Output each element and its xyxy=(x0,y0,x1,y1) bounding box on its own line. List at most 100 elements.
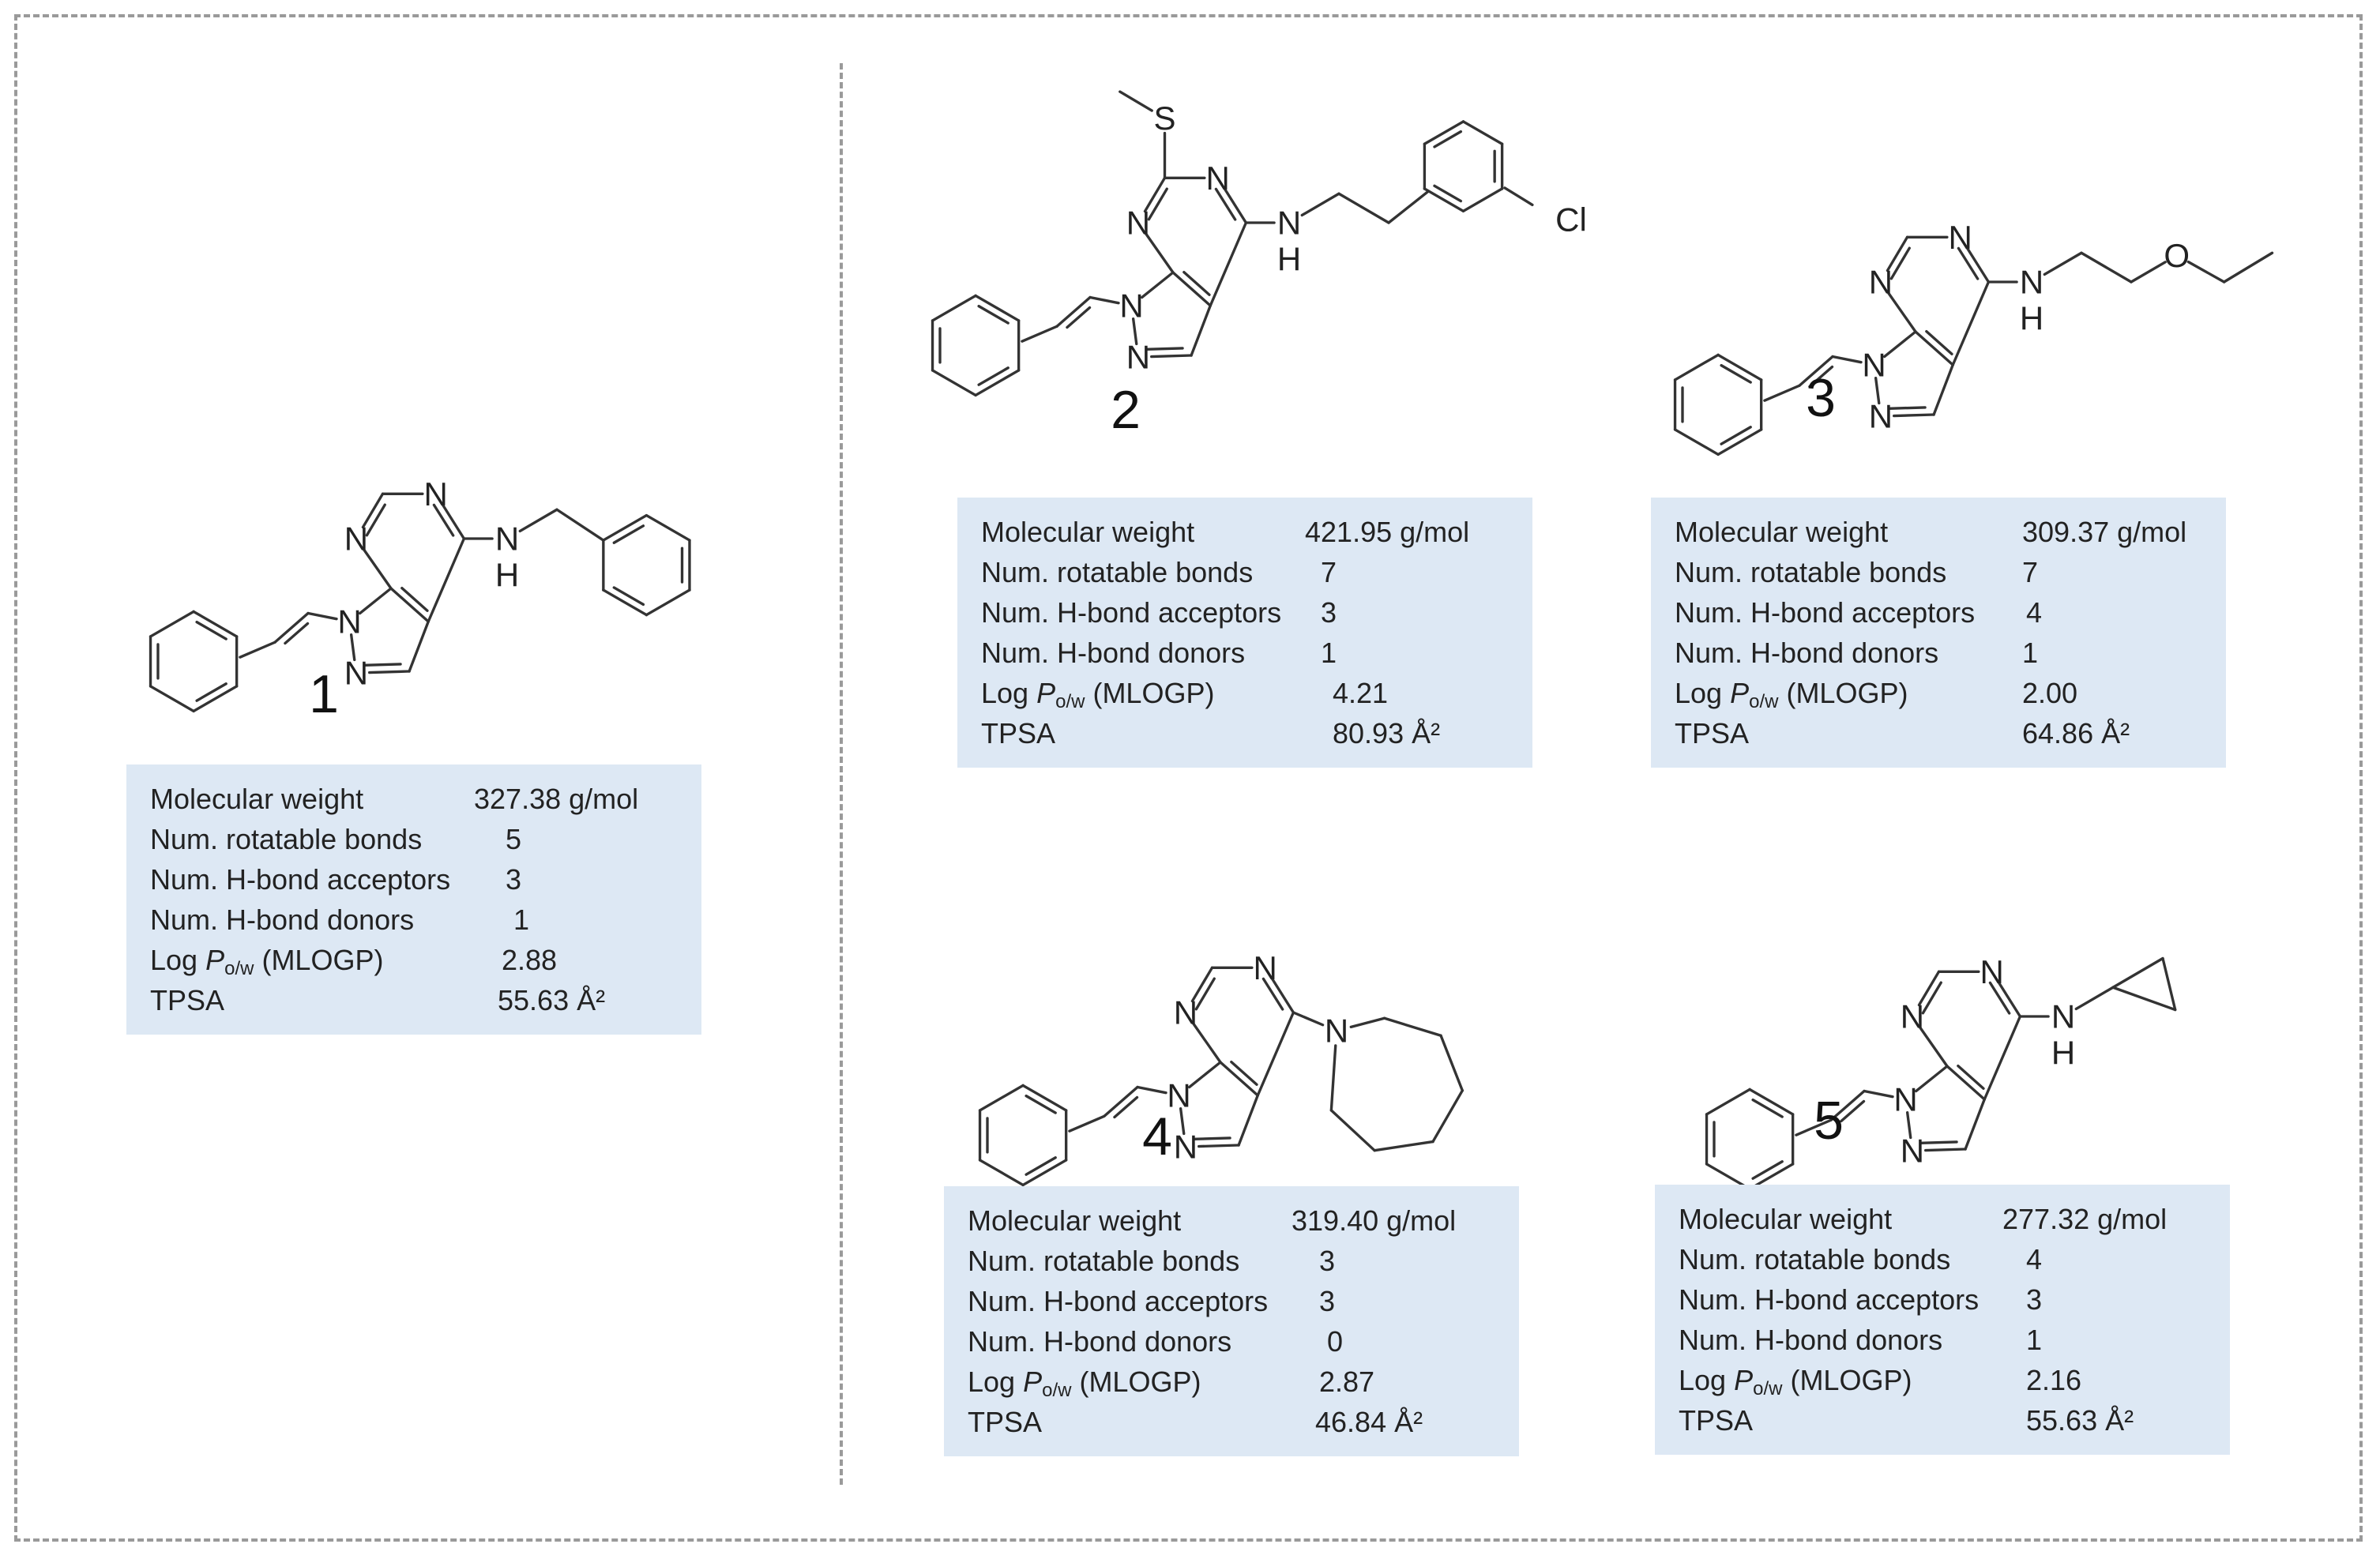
phenyl-link-bond xyxy=(239,641,276,659)
chain-bond xyxy=(2222,251,2274,284)
ring-bond xyxy=(1673,428,1720,456)
property-label: Num. H-bond donors xyxy=(1679,1324,1943,1356)
log-p-label-part: Log xyxy=(968,1366,1024,1398)
nitrogen-atom-label: N xyxy=(1862,347,1886,384)
aromatic-bond xyxy=(1214,187,1237,221)
ring-bond xyxy=(1143,176,1167,213)
sulfur-atom-label: S xyxy=(1153,100,1175,137)
property-value: 3 xyxy=(2026,1283,2043,1316)
property-value: 4.21 xyxy=(1333,677,1389,709)
log-p-label-part: (MLOGP) xyxy=(1085,677,1215,709)
ring-bond xyxy=(1237,1094,1259,1147)
nitrogen-atom-label: N xyxy=(1174,1129,1198,1166)
compound-number-label: 3 xyxy=(1806,368,1836,428)
ring-bond xyxy=(1423,120,1465,145)
aromatic-bond xyxy=(400,586,429,612)
property-label: TPSA xyxy=(981,717,1056,749)
vinyl-bond xyxy=(1088,295,1120,305)
compound-number-label: 4 xyxy=(1142,1106,1172,1166)
vinyl-bond xyxy=(1863,1089,1894,1099)
property-value: 1 xyxy=(513,903,530,936)
property-value: 2.16 xyxy=(2026,1364,2082,1396)
dashed-frame xyxy=(14,14,2363,1542)
ring-bond xyxy=(1131,317,1138,346)
ring-bond xyxy=(1882,330,1917,359)
property-label: TPSA xyxy=(1679,1404,1754,1437)
ring-bond xyxy=(974,369,1021,397)
ring-bond xyxy=(192,610,239,638)
aromatic-bond xyxy=(1720,363,1752,384)
property-label: TPSA xyxy=(1675,717,1750,749)
vinyl-double-bond xyxy=(1113,1095,1139,1119)
ring-bond xyxy=(1886,291,1917,333)
ring-bond xyxy=(931,294,977,322)
ring-bond xyxy=(1209,221,1248,307)
azepane-bond xyxy=(1431,1089,1464,1144)
azepane-bond xyxy=(1329,1044,1337,1112)
phenyl-link-bond xyxy=(1021,325,1058,343)
chain-bond xyxy=(1300,192,1340,217)
ring-bond xyxy=(1914,1065,1949,1093)
amine-bond xyxy=(1292,1011,1325,1027)
amine-hydrogen-label: H xyxy=(2020,300,2043,337)
property-value: 55.63 Å² xyxy=(2026,1404,2134,1437)
aromatic-bond xyxy=(1182,270,1211,296)
amine-nitrogen-label: N xyxy=(2020,264,2043,301)
chloro-bond xyxy=(1503,186,1534,207)
property-value: 309.37 g/mol xyxy=(2022,516,2187,548)
ring-bond xyxy=(645,513,691,542)
log-p-label-part: o/w xyxy=(1055,691,1085,712)
property-label: Log Po/w (MLOGP) xyxy=(1679,1360,1912,1409)
chain-bond xyxy=(2186,260,2226,284)
ring-bond xyxy=(149,685,195,713)
property-label: Num. rotatable bonds xyxy=(968,1245,1240,1277)
ring-bond xyxy=(1983,1015,2022,1101)
log-p-label-part: Log xyxy=(1679,1364,1735,1396)
ring-bond xyxy=(1964,1098,1986,1151)
chain-bond xyxy=(2130,261,2167,284)
nitrogen-atom-label: N xyxy=(1901,998,1924,1035)
property-label: Num. H-bond donors xyxy=(968,1325,1232,1358)
nitrogen-atom-label: N xyxy=(424,475,448,513)
ring-bond xyxy=(1716,353,1763,381)
aromatic-bond xyxy=(1147,187,1168,221)
aromatic-bond xyxy=(1145,347,1184,351)
property-value: 4 xyxy=(2026,596,2043,629)
ring-bond xyxy=(149,610,195,638)
ring-bond xyxy=(978,1159,1025,1187)
ring-bond xyxy=(1946,1065,1986,1101)
ring-bond xyxy=(408,620,430,673)
ring-bond xyxy=(441,503,466,540)
property-label: Log Po/w (MLOGP) xyxy=(150,940,383,989)
property-value: 319.40 g/mol xyxy=(1292,1204,1457,1237)
aromatic-bond xyxy=(1751,1160,1784,1180)
property-value: 46.84 Å² xyxy=(1315,1406,1423,1438)
property-label: Num. H-bond donors xyxy=(150,903,415,936)
property-value: 277.32 g/mol xyxy=(2002,1203,2168,1235)
property-label: Num. rotatable bonds xyxy=(150,823,423,855)
ring-bond xyxy=(1705,1088,1751,1116)
property-label: Molecular weight xyxy=(1675,516,1889,548)
nitrogen-atom-label: N xyxy=(1167,1077,1190,1114)
aromatic-bond xyxy=(1921,981,1942,1015)
ring-bond xyxy=(974,294,1021,322)
compound-number-label: 1 xyxy=(309,664,339,724)
property-row-log-p: Log Po/w (MLOGP)2.88 xyxy=(150,940,701,980)
vinyl-double-bond xyxy=(1829,1089,1866,1121)
amine-hydrogen-label: H xyxy=(1277,241,1301,278)
ring-bond xyxy=(358,587,393,615)
ring-bond xyxy=(1021,1084,1068,1112)
azepane-bond xyxy=(1329,1109,1376,1152)
property-row-log-p: Log Po/w (MLOGP)2.00 xyxy=(1675,673,2226,713)
